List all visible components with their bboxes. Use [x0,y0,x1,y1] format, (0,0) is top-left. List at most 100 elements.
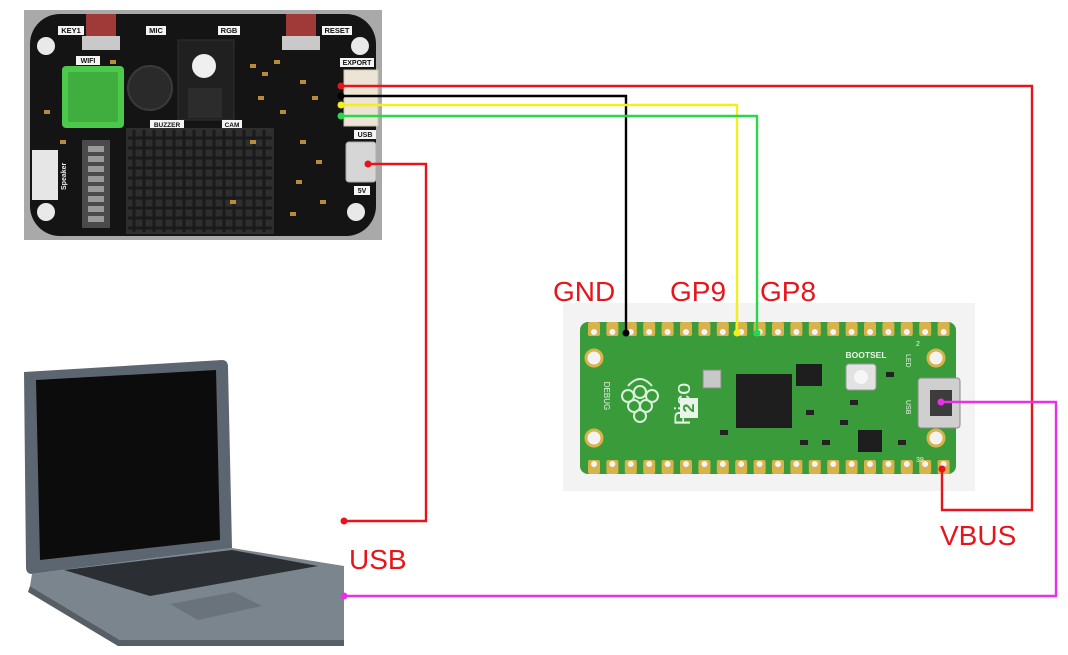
module-smd-part [60,140,66,144]
silk-mic: MIC [149,26,163,35]
pico-rp2350-chip [736,374,792,428]
wires [338,84,1058,598]
module-smd-part [312,96,318,100]
module-smd-part [44,110,50,114]
pico-pin-hole [922,329,929,335]
module-smd-part [300,140,306,144]
wire-gp9-yellow [338,103,739,333]
pico-pin-hole [885,461,892,467]
pico-bootsel-label: BOOTSEL [845,350,886,360]
module-smd-part [300,80,306,84]
pico-smd-part [886,372,894,377]
module-smd-part [316,160,322,164]
mount-hole-tr [351,37,369,55]
pico-pin-hole [867,329,873,335]
microphone [127,65,173,111]
pico-pin-hole [683,329,689,335]
module-smd-part [230,200,236,204]
pico-pin-hole [646,329,653,335]
pico-pin-hole [646,461,653,467]
pico-pin39-label: 39 [916,457,924,464]
silk-buzzer: BUZZER [154,122,181,129]
pico-hole-tl [584,348,604,368]
module-smd-part [250,140,256,144]
pico-smd-part [806,410,814,415]
pico-pin-hole [591,329,597,335]
module-smd-part [250,64,256,68]
endpoint-gp9-pico [733,329,741,337]
module-usb-port [345,141,377,183]
endpoint-vbus-module [337,82,345,90]
pico-pin-hole [940,329,947,335]
pico-pin-hole [756,461,763,467]
pico-pin-hole [664,329,671,335]
pico-smd-part [720,430,728,435]
dip-switch-key [88,146,104,152]
pico-pin-hole [811,329,818,335]
dip-switch-key [88,206,104,212]
laptop-front-edge [28,586,344,646]
silk-wifi: WIFI [81,58,96,65]
speaker-connector [32,150,58,200]
pico-pin-hole [903,329,910,335]
label-gp9: GP9 [670,276,727,307]
dip-switch-key [88,176,104,182]
pico-smd-part [850,400,858,405]
pico-pin-hole [664,461,671,467]
endpoint-usb-module [364,160,372,168]
pico-crystal [702,369,722,389]
laptop [24,360,344,646]
pico-pin-hole [701,461,708,467]
silk-key1: KEY1 [61,26,81,35]
endpoint-gp9-module [337,101,345,109]
export-connector [343,69,379,127]
module-smd-part [110,60,116,64]
laptop-touchpad [170,592,262,620]
pico-board: Pico 2 DEBUG BOOTSEL LED 2 39 USB [563,303,975,491]
mount-hole-tl [37,37,55,55]
pico-hole-br [926,428,946,448]
wire-gnd-black [338,94,628,333]
silk-rgb: RGB [221,26,238,35]
endpoint-gp8-module [337,112,345,120]
device-module: KEY1 MIC RGB RESET WIFI EXPORT BUZZER CA… [24,10,382,240]
pico-pin-hole [683,461,689,467]
pico-pin-hole [867,461,873,467]
label-usb: USB [349,544,407,575]
pico-regulator [858,430,882,452]
pico-pin-hole [738,461,745,467]
wire-vbus-red [338,84,1034,512]
silk-usb-module: USB [358,132,373,139]
pico-smd-part [822,440,830,445]
dip-switch-key [88,216,104,222]
silk-export: EXPORT [343,60,373,67]
endpoint-gnd-module [337,92,345,100]
pico-smd-part [898,440,906,445]
pico-logo-badge [680,398,698,418]
wire-usb-red [344,162,428,523]
endpoint-vbus-pico [938,465,946,473]
pico-pin-hole [701,329,708,335]
pico-pin-hole [609,461,616,467]
pico-pin-hole [848,329,855,335]
dip-switch-key [88,166,104,172]
endpoint-laptop-magenta [340,592,348,600]
module-smd-part [258,96,264,100]
pico-smd-part [800,440,808,445]
module-smd-part [280,110,286,114]
mount-hole-br [347,203,365,221]
pico-pin2-label: 2 [916,341,920,348]
module-smd-part [296,180,302,184]
pico-flash-chip [796,364,822,386]
raspberry-icon [621,378,659,423]
pico-pin-hole [922,461,929,467]
pico-pin-hole [591,461,597,467]
pico-pin-hole [775,329,781,335]
module-smd-part [320,200,326,204]
endpoint-gnd-pico [622,329,630,337]
pico-pin-hole [811,461,818,467]
mount-hole-bl [37,203,55,221]
pico-hole-tr [926,348,946,368]
module-smd-part [262,72,268,76]
